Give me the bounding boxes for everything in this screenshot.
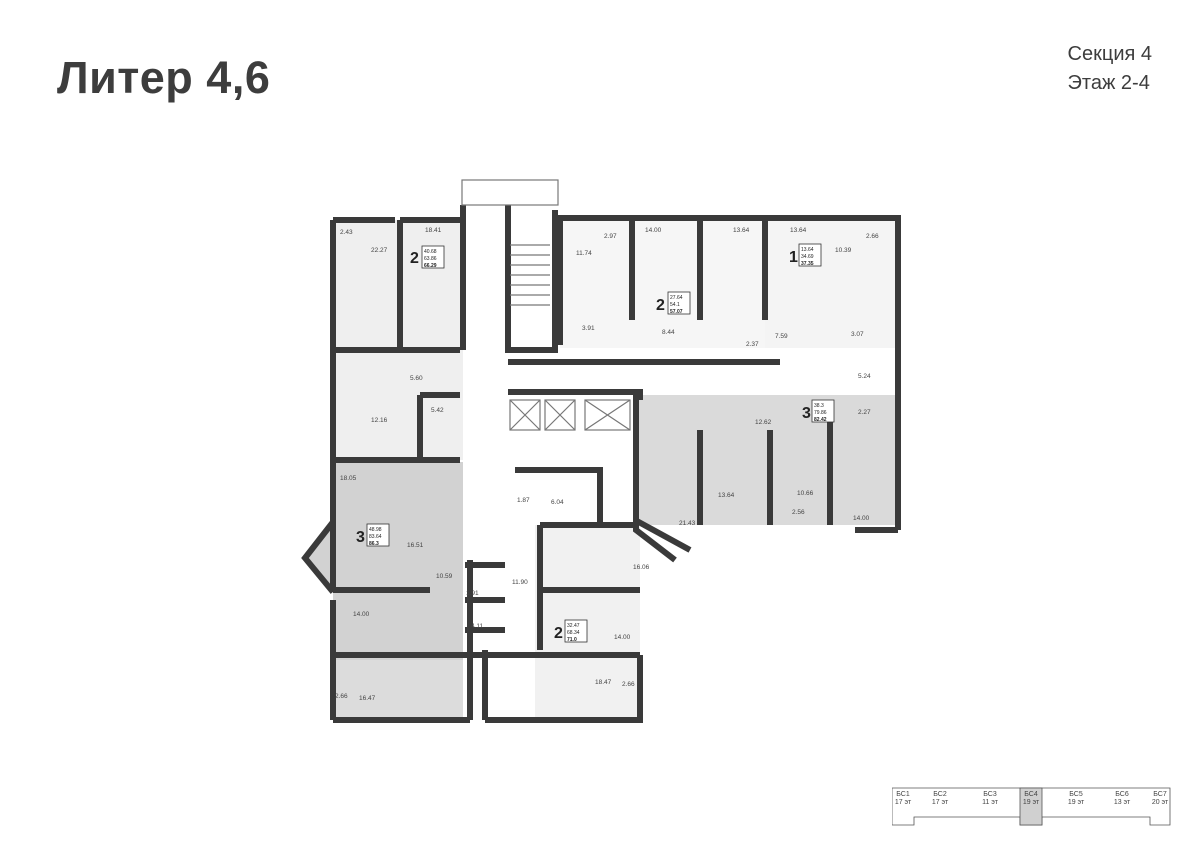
svg-text:13.64: 13.64	[801, 247, 814, 253]
apt-badge-top-mid[interactable]: 2 27.64 54.1 57.07	[656, 291, 691, 315]
apt-badge-bottom[interactable]: 2 32.47 68.34 71.0	[554, 619, 588, 643]
svg-text:68.34: 68.34	[567, 630, 580, 636]
nav-active-highlight	[1019, 787, 1043, 826]
page-title: Литер 4,6	[57, 52, 271, 103]
section-info: Секция 4 Этаж 2-4	[1068, 40, 1152, 98]
room-area: 16.06	[633, 564, 650, 571]
room-area: 16.51	[407, 542, 424, 549]
svg-text:71.0: 71.0	[567, 637, 577, 643]
apt-badge-left[interactable]: 3 48.98 83.64 86.3	[356, 523, 390, 547]
room-area: 14.00	[614, 634, 631, 641]
apt-shade-bottom-left[interactable]	[333, 660, 463, 722]
room-area: 2.27	[858, 409, 871, 416]
room-area: 1.87	[517, 497, 530, 504]
svg-text:27.64: 27.64	[670, 295, 683, 301]
nav-outline	[892, 787, 1171, 826]
room-area: 10.59	[436, 573, 453, 580]
room-area: 2.66	[335, 693, 348, 700]
apt-shade-left-bay	[305, 522, 333, 592]
svg-text:79.86: 79.86	[814, 410, 827, 416]
apt-shade-bottom[interactable]	[535, 525, 640, 723]
room-area: 2.56	[792, 509, 805, 516]
room-area: 3.91	[582, 325, 595, 332]
room-area: 2.37	[746, 341, 759, 348]
room-area: 14.00	[353, 611, 370, 618]
room-area: 18.47	[595, 679, 612, 686]
svg-text:2: 2	[656, 297, 665, 314]
svg-text:57.07: 57.07	[670, 309, 683, 315]
room-area: 10.66	[797, 490, 814, 497]
room-area: 11.90	[512, 579, 528, 586]
room-area: 22.27	[371, 247, 388, 254]
svg-text:40.68: 40.68	[424, 249, 437, 255]
room-area: 7.59	[775, 333, 788, 340]
svg-text:1: 1	[789, 249, 798, 266]
svg-text:3: 3	[802, 405, 811, 422]
svg-text:66.29: 66.29	[424, 263, 437, 269]
room-area: 18.05	[340, 475, 357, 482]
room-area: 2.66	[866, 233, 879, 240]
room-area: 13.64	[733, 227, 750, 234]
room-area: 5.24	[858, 373, 871, 380]
svg-text:38.3: 38.3	[814, 403, 824, 409]
room-area: 2.97	[604, 233, 617, 240]
apartment-shading	[305, 220, 900, 723]
room-area: 1.91	[466, 590, 479, 597]
room-area: 5.42	[431, 407, 444, 414]
room-area: 18.41	[425, 227, 442, 234]
apt-shade-top-right[interactable]	[765, 220, 898, 348]
apt-badge-top-left[interactable]: 2 40.68 63.86 66.29	[410, 245, 445, 269]
room-area: 11.74	[576, 250, 592, 257]
svg-text:83.64: 83.64	[369, 534, 382, 540]
apt-rooms: 2	[410, 250, 419, 267]
apt-shade-top-mid[interactable]	[560, 220, 765, 348]
svg-text:3: 3	[356, 529, 365, 546]
room-area: 6.04	[551, 499, 564, 506]
room-area: 8.44	[662, 329, 675, 336]
room-area: 2.66	[622, 681, 635, 688]
walls-thin	[461, 179, 631, 431]
room-area: 13.64	[718, 492, 735, 499]
svg-text:34.69: 34.69	[801, 254, 814, 260]
room-area: 3.07	[851, 331, 864, 338]
section-label: Секция 4	[1067, 43, 1152, 65]
apt-badge-top-right[interactable]: 1 13.64 34.69 37.35	[789, 243, 822, 267]
svg-text:37.35: 37.35	[801, 261, 814, 267]
floor-label: Этаж 2-4	[1067, 72, 1150, 94]
svg-text:32.47: 32.47	[567, 623, 580, 629]
svg-text:63.86: 63.86	[424, 256, 437, 262]
room-area: 21.43	[679, 520, 696, 527]
apt-shade-left[interactable]	[333, 462, 463, 660]
room-area: 14.00	[853, 515, 870, 522]
corridor-horizontal	[508, 362, 778, 392]
room-area: 12.16	[371, 417, 388, 424]
svg-text:54.1: 54.1	[670, 302, 680, 308]
room-area: 4.11	[471, 623, 484, 630]
svg-text:82.42: 82.42	[814, 417, 827, 423]
room-area: 10.39	[835, 247, 852, 254]
room-area: 14.00	[645, 227, 662, 234]
room-area: 13.64	[790, 227, 807, 234]
room-area: 12.62	[755, 419, 772, 426]
room-area: 2.43	[340, 229, 353, 236]
corridor	[463, 220, 508, 550]
room-area: 5.60	[410, 375, 423, 382]
room-areas: 2.43 22.27 18.41 2.97 11.74 14.00 13.64 …	[335, 227, 879, 702]
svg-text:86.3: 86.3	[369, 541, 379, 547]
apartment-badges: 2 40.68 63.86 66.29 2 27.64 54.1 57.07 1…	[356, 243, 835, 643]
svg-text:2: 2	[554, 625, 563, 642]
svg-text:48.98: 48.98	[369, 527, 382, 533]
walls	[301, 205, 901, 723]
room-area: 16.47	[359, 695, 376, 702]
apt-badge-right[interactable]: 3 38.3 79.86 82.42	[802, 399, 835, 423]
